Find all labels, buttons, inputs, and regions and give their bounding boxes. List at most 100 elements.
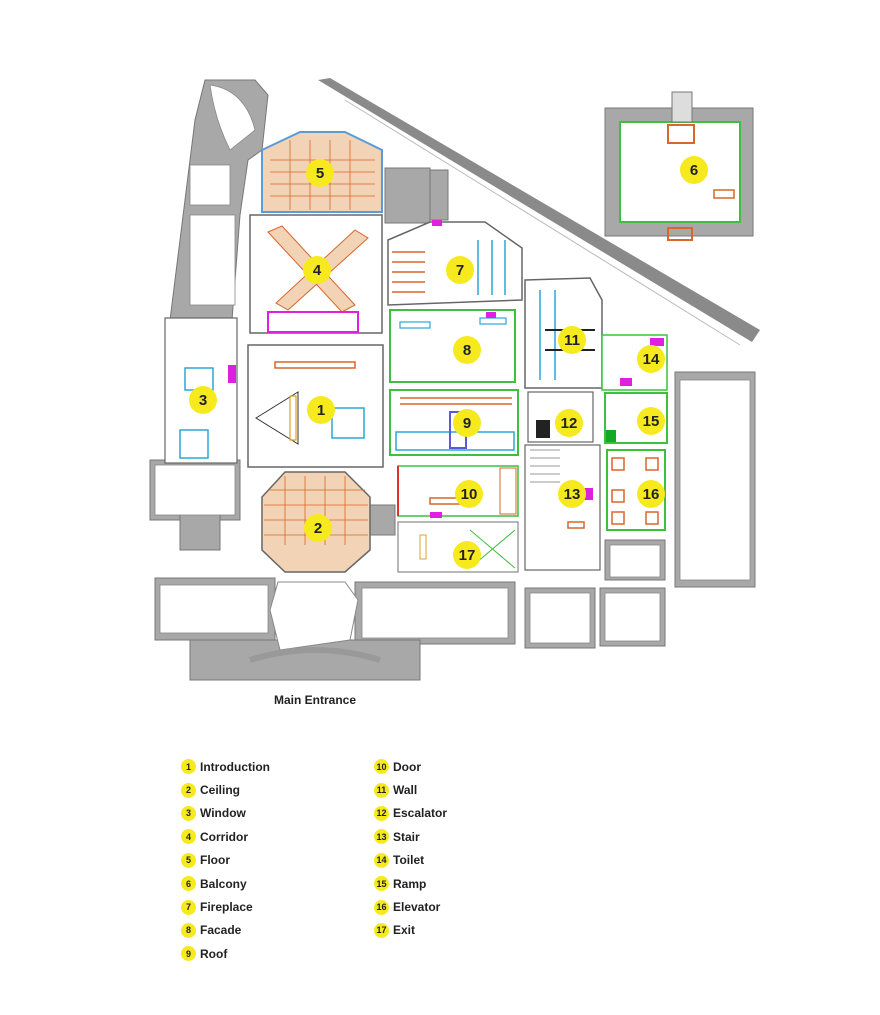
room-marker-8: 8 <box>453 336 481 364</box>
marker-number: 14 <box>643 351 660 368</box>
marker-number: 17 <box>459 547 476 564</box>
room-marker-11: 11 <box>558 326 586 354</box>
marker-number: 9 <box>463 415 471 432</box>
legend-label: Floor <box>200 853 230 868</box>
legend-item-introduction: 1 Introduction <box>181 755 270 778</box>
street-edge <box>318 78 760 346</box>
marker-circle <box>189 386 217 414</box>
service-rooms <box>154 84 751 644</box>
marker-number: 12 <box>561 415 578 432</box>
legend-item-floor: 5 Floor <box>181 849 270 872</box>
legend-label: Corridor <box>200 829 248 844</box>
legend-item-ramp: 15 Ramp <box>374 872 447 895</box>
marker-circle <box>453 541 481 569</box>
legend-label: Toilet <box>393 853 425 868</box>
marker-number: 15 <box>643 413 660 430</box>
marker-number: 16 <box>643 486 660 503</box>
marker-number: 6 <box>690 162 698 179</box>
room-marker-15: 15 <box>637 407 665 435</box>
room-marker-16: 16 <box>637 480 665 508</box>
legend-item-elevator: 16 Elevator <box>374 895 447 918</box>
marker-circle <box>303 256 331 284</box>
legend-number-badge: 12 <box>374 805 389 821</box>
legend-label: Introduction <box>200 759 270 774</box>
marker-circle <box>637 480 665 508</box>
legend-label: Ramp <box>393 876 427 891</box>
legend-item-fireplace: 7 Fireplace <box>181 895 270 918</box>
marker-circle <box>304 514 332 542</box>
legend-number-badge: 16 <box>374 899 389 915</box>
legend-label: Elevator <box>393 900 441 915</box>
legend-label: Window <box>200 806 246 821</box>
entrance-colonnade <box>249 647 381 663</box>
marker-circle <box>455 480 483 508</box>
marker-circle <box>555 409 583 437</box>
marker-number: 13 <box>564 486 581 503</box>
room-balcony <box>604 91 754 241</box>
marker-circle <box>637 407 665 435</box>
room-introduction <box>247 344 384 468</box>
marker-number: 4 <box>313 262 322 279</box>
legend-label: Fireplace <box>200 900 253 915</box>
legend-number-badge: 7 <box>181 899 196 915</box>
room-window <box>164 317 238 464</box>
legend-number-badge: 5 <box>181 852 196 868</box>
room-stair <box>524 444 601 571</box>
legend-label: Balcony <box>200 876 247 891</box>
marker-number: 5 <box>316 165 324 182</box>
legend-item-facade: 8 Facade <box>181 919 270 942</box>
legend-number-badge: 11 <box>374 782 389 798</box>
room-marker-7: 7 <box>446 256 474 284</box>
marker-circle <box>453 409 481 437</box>
legend-number-badge: 2 <box>181 782 196 798</box>
legend-number-badge: 6 <box>181 876 196 892</box>
marker-number: 8 <box>463 342 471 359</box>
marker-circle <box>306 159 334 187</box>
legend-number-badge: 15 <box>374 876 389 892</box>
room-marker-4: 4 <box>303 256 331 284</box>
legend-number-badge: 10 <box>374 759 389 775</box>
legend-number-badge: 1 <box>181 759 196 775</box>
legend-number-badge: 17 <box>374 922 389 938</box>
marker-number: 1 <box>317 402 325 419</box>
room-marker-1: 1 <box>307 396 335 424</box>
legend-item-balcony: 6 Balcony <box>181 872 270 895</box>
room-marker-14: 14 <box>637 345 665 373</box>
legend-label: Ceiling <box>200 783 241 798</box>
room-marker-5: 5 <box>306 159 334 187</box>
room-marker-9: 9 <box>453 409 481 437</box>
marker-circle <box>558 480 586 508</box>
room-marker-10: 10 <box>455 480 483 508</box>
room-marker-13: 13 <box>558 480 586 508</box>
legend-number-badge: 8 <box>181 922 196 938</box>
legend-number-badge: 13 <box>374 829 389 845</box>
marker-number: 7 <box>456 262 464 279</box>
marker-circle <box>307 396 335 424</box>
room-marker-6: 6 <box>680 156 708 184</box>
marker-circle <box>637 345 665 373</box>
legend-number-badge: 9 <box>181 946 196 962</box>
marker-number: 11 <box>564 332 580 349</box>
legend-label: Stair <box>393 829 420 844</box>
room-marker-12: 12 <box>555 409 583 437</box>
legend-item-stair: 13 Stair <box>374 825 447 848</box>
marker-number: 2 <box>314 520 322 537</box>
legend-number-badge: 3 <box>181 805 196 821</box>
marker-circle <box>558 326 586 354</box>
legend-label: Wall <box>393 783 418 798</box>
legend-label: Facade <box>200 923 242 938</box>
marker-number: 10 <box>461 486 478 503</box>
legend-item-ceiling: 2 Ceiling <box>181 778 270 801</box>
legend-label: Exit <box>393 923 416 938</box>
room-marker-17: 17 <box>453 541 481 569</box>
legend-item-exit: 17 Exit <box>374 919 447 942</box>
